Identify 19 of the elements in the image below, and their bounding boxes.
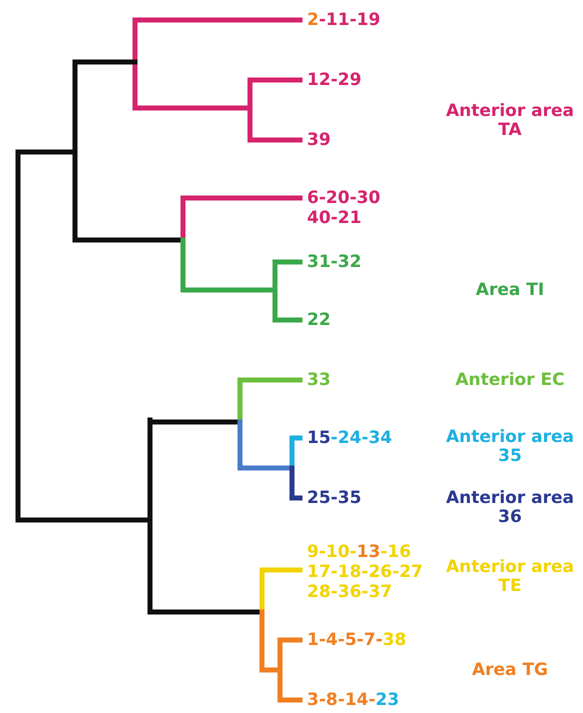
- leaf-label: 12-29: [307, 70, 362, 90]
- leaf-label: 6-20-30 40-21: [307, 188, 380, 228]
- leaf-label: 39: [307, 130, 331, 150]
- clade-label: Anterior area 36: [445, 489, 575, 527]
- clade-label: Area TG: [470, 660, 549, 680]
- leaf-label: 3-8-14-23: [307, 690, 400, 710]
- clade-label: Anterior EC: [454, 370, 566, 390]
- leaf-label: 1-4-5-7-38: [307, 630, 406, 650]
- leaf-label: 2-11-19: [307, 10, 380, 30]
- leaf-label: 22: [307, 310, 331, 330]
- clade-label: Anterior area TE: [445, 558, 575, 596]
- leaf-label: 31-32: [307, 252, 362, 272]
- clade-label: Anterior area TA: [445, 102, 575, 140]
- clade-label: Anterior area 35: [445, 428, 575, 466]
- leaf-label: 25-35: [307, 488, 362, 508]
- leaf-label: 9-10-13-16 17-18-26-27 28-36-37: [307, 542, 423, 602]
- leaf-label: 33: [307, 370, 331, 390]
- clade-label: Area TI: [474, 280, 546, 300]
- leaf-label: 15-24-34: [307, 428, 392, 448]
